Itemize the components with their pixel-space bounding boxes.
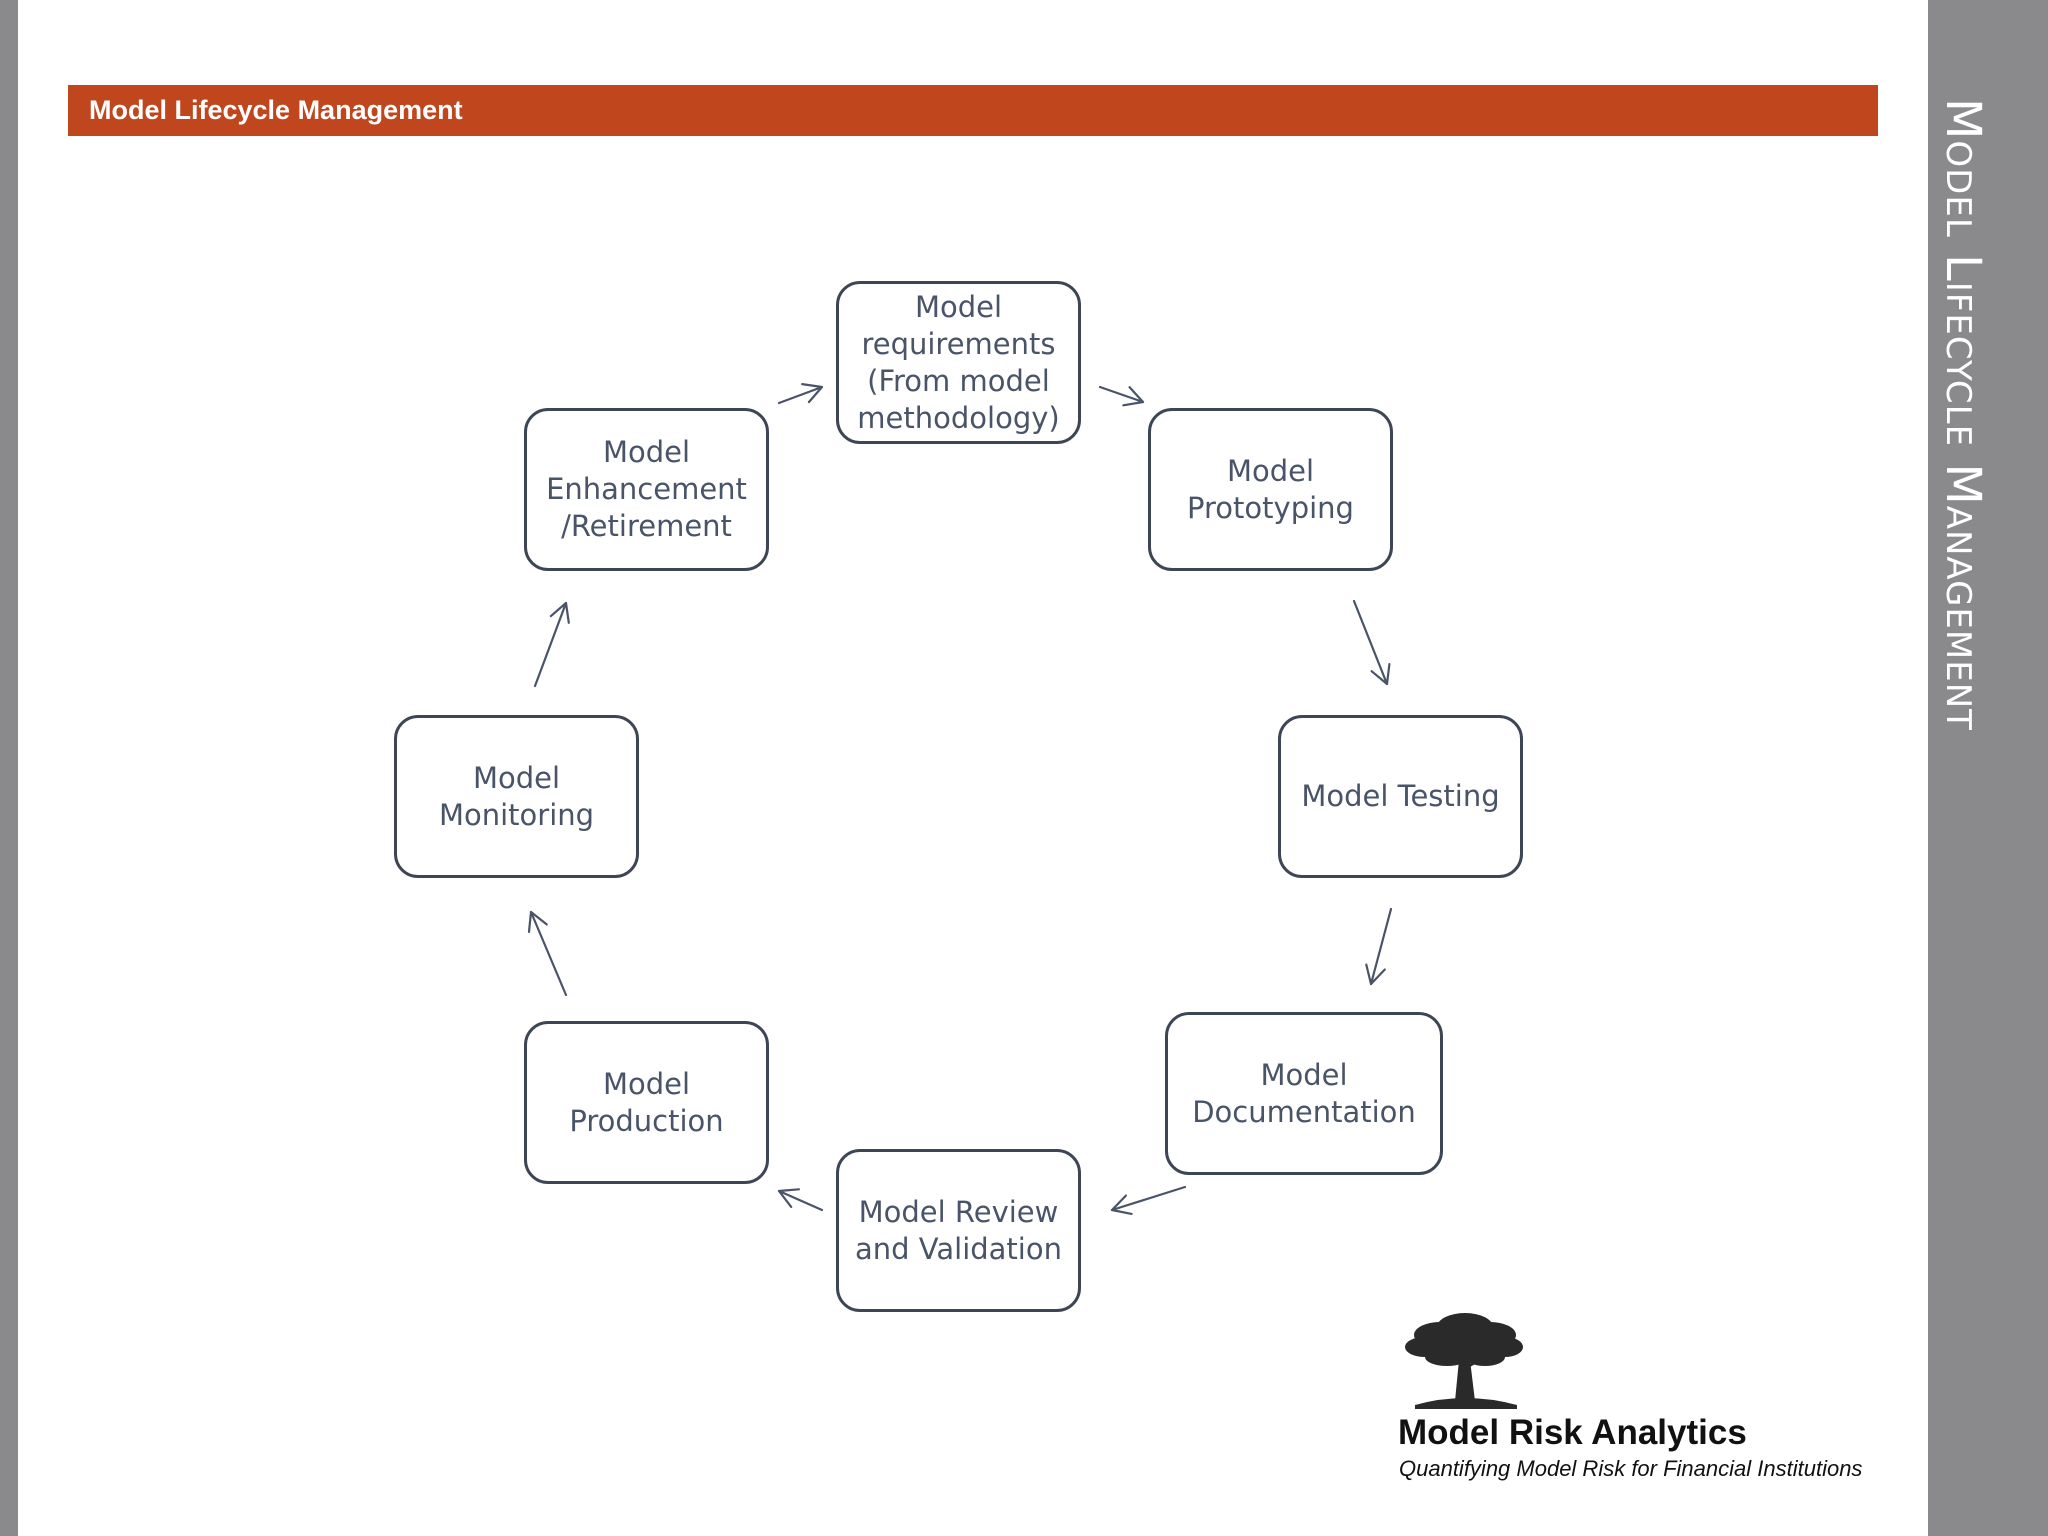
- node-label: Model Testing: [1301, 779, 1500, 813]
- node-label: Model Enhancement /Retirement: [546, 435, 747, 543]
- arrow-head: [777, 1188, 800, 1208]
- logo-tagline: Quantifying Model Risk for Financial Ins…: [1399, 1456, 1863, 1481]
- cycle-arrow-production-to-monitoring: [777, 1189, 824, 1212]
- node-model-enhancement-retirement: Model Enhancement /Retirement: [524, 408, 769, 571]
- tree-icon: [1405, 1313, 1523, 1409]
- arrow-head: [1365, 963, 1386, 986]
- arrow-head: [527, 910, 548, 933]
- arrow-head: [549, 601, 570, 624]
- side-title-bar: [1928, 0, 2048, 1536]
- cycle-arrow-documentation-to-review: [1369, 907, 1393, 986]
- node-label: Model Documentation: [1192, 1057, 1416, 1129]
- company-logo: Model Risk Analytics Quantifying Model R…: [1395, 1305, 1895, 1485]
- node-label: Model Production: [569, 1066, 724, 1138]
- node-model-production: Model Production: [524, 1021, 769, 1184]
- arrow-head: [801, 383, 824, 404]
- cycle-arrow-testing-to-documentation: [1352, 599, 1389, 686]
- page-title: Model Lifecycle Management: [89, 95, 463, 125]
- node-label: Model Monitoring: [438, 760, 595, 832]
- logo-company-name: Model Risk Analytics: [1398, 1413, 1747, 1452]
- node-model-prototyping: Model Prototyping: [1148, 408, 1393, 571]
- cycle-arrow-enhancement-to-requirements: [533, 601, 568, 688]
- arrow-head: [1110, 1194, 1133, 1215]
- cycle-arrow-monitoring-to-enhancement: [529, 910, 568, 997]
- node-model-testing: Model Testing: [1278, 715, 1523, 878]
- node-model-review-validation: Model Review and Validation: [836, 1149, 1081, 1312]
- left-border-bar: [0, 0, 18, 1536]
- arrow-head: [1122, 386, 1145, 407]
- cycle-arrow-prototyping-to-testing: [1098, 385, 1145, 404]
- node-model-requirements: Model requirements (From model methodolo…: [836, 281, 1081, 444]
- cycle-arrow-review-to-production: [1110, 1185, 1187, 1212]
- node-model-monitoring: Model Monitoring: [394, 715, 639, 878]
- cycle-arrow-requirements-to-prototyping: [777, 385, 824, 405]
- node-label: Model Review and Validation: [855, 1194, 1062, 1266]
- arrow-head: [1370, 663, 1391, 686]
- header-band: Model Lifecycle Management: [68, 85, 1878, 136]
- node-model-documentation: Model Documentation: [1165, 1012, 1443, 1175]
- node-label: Model requirements (From model methodolo…: [857, 289, 1060, 435]
- node-label: Model Prototyping: [1187, 453, 1354, 525]
